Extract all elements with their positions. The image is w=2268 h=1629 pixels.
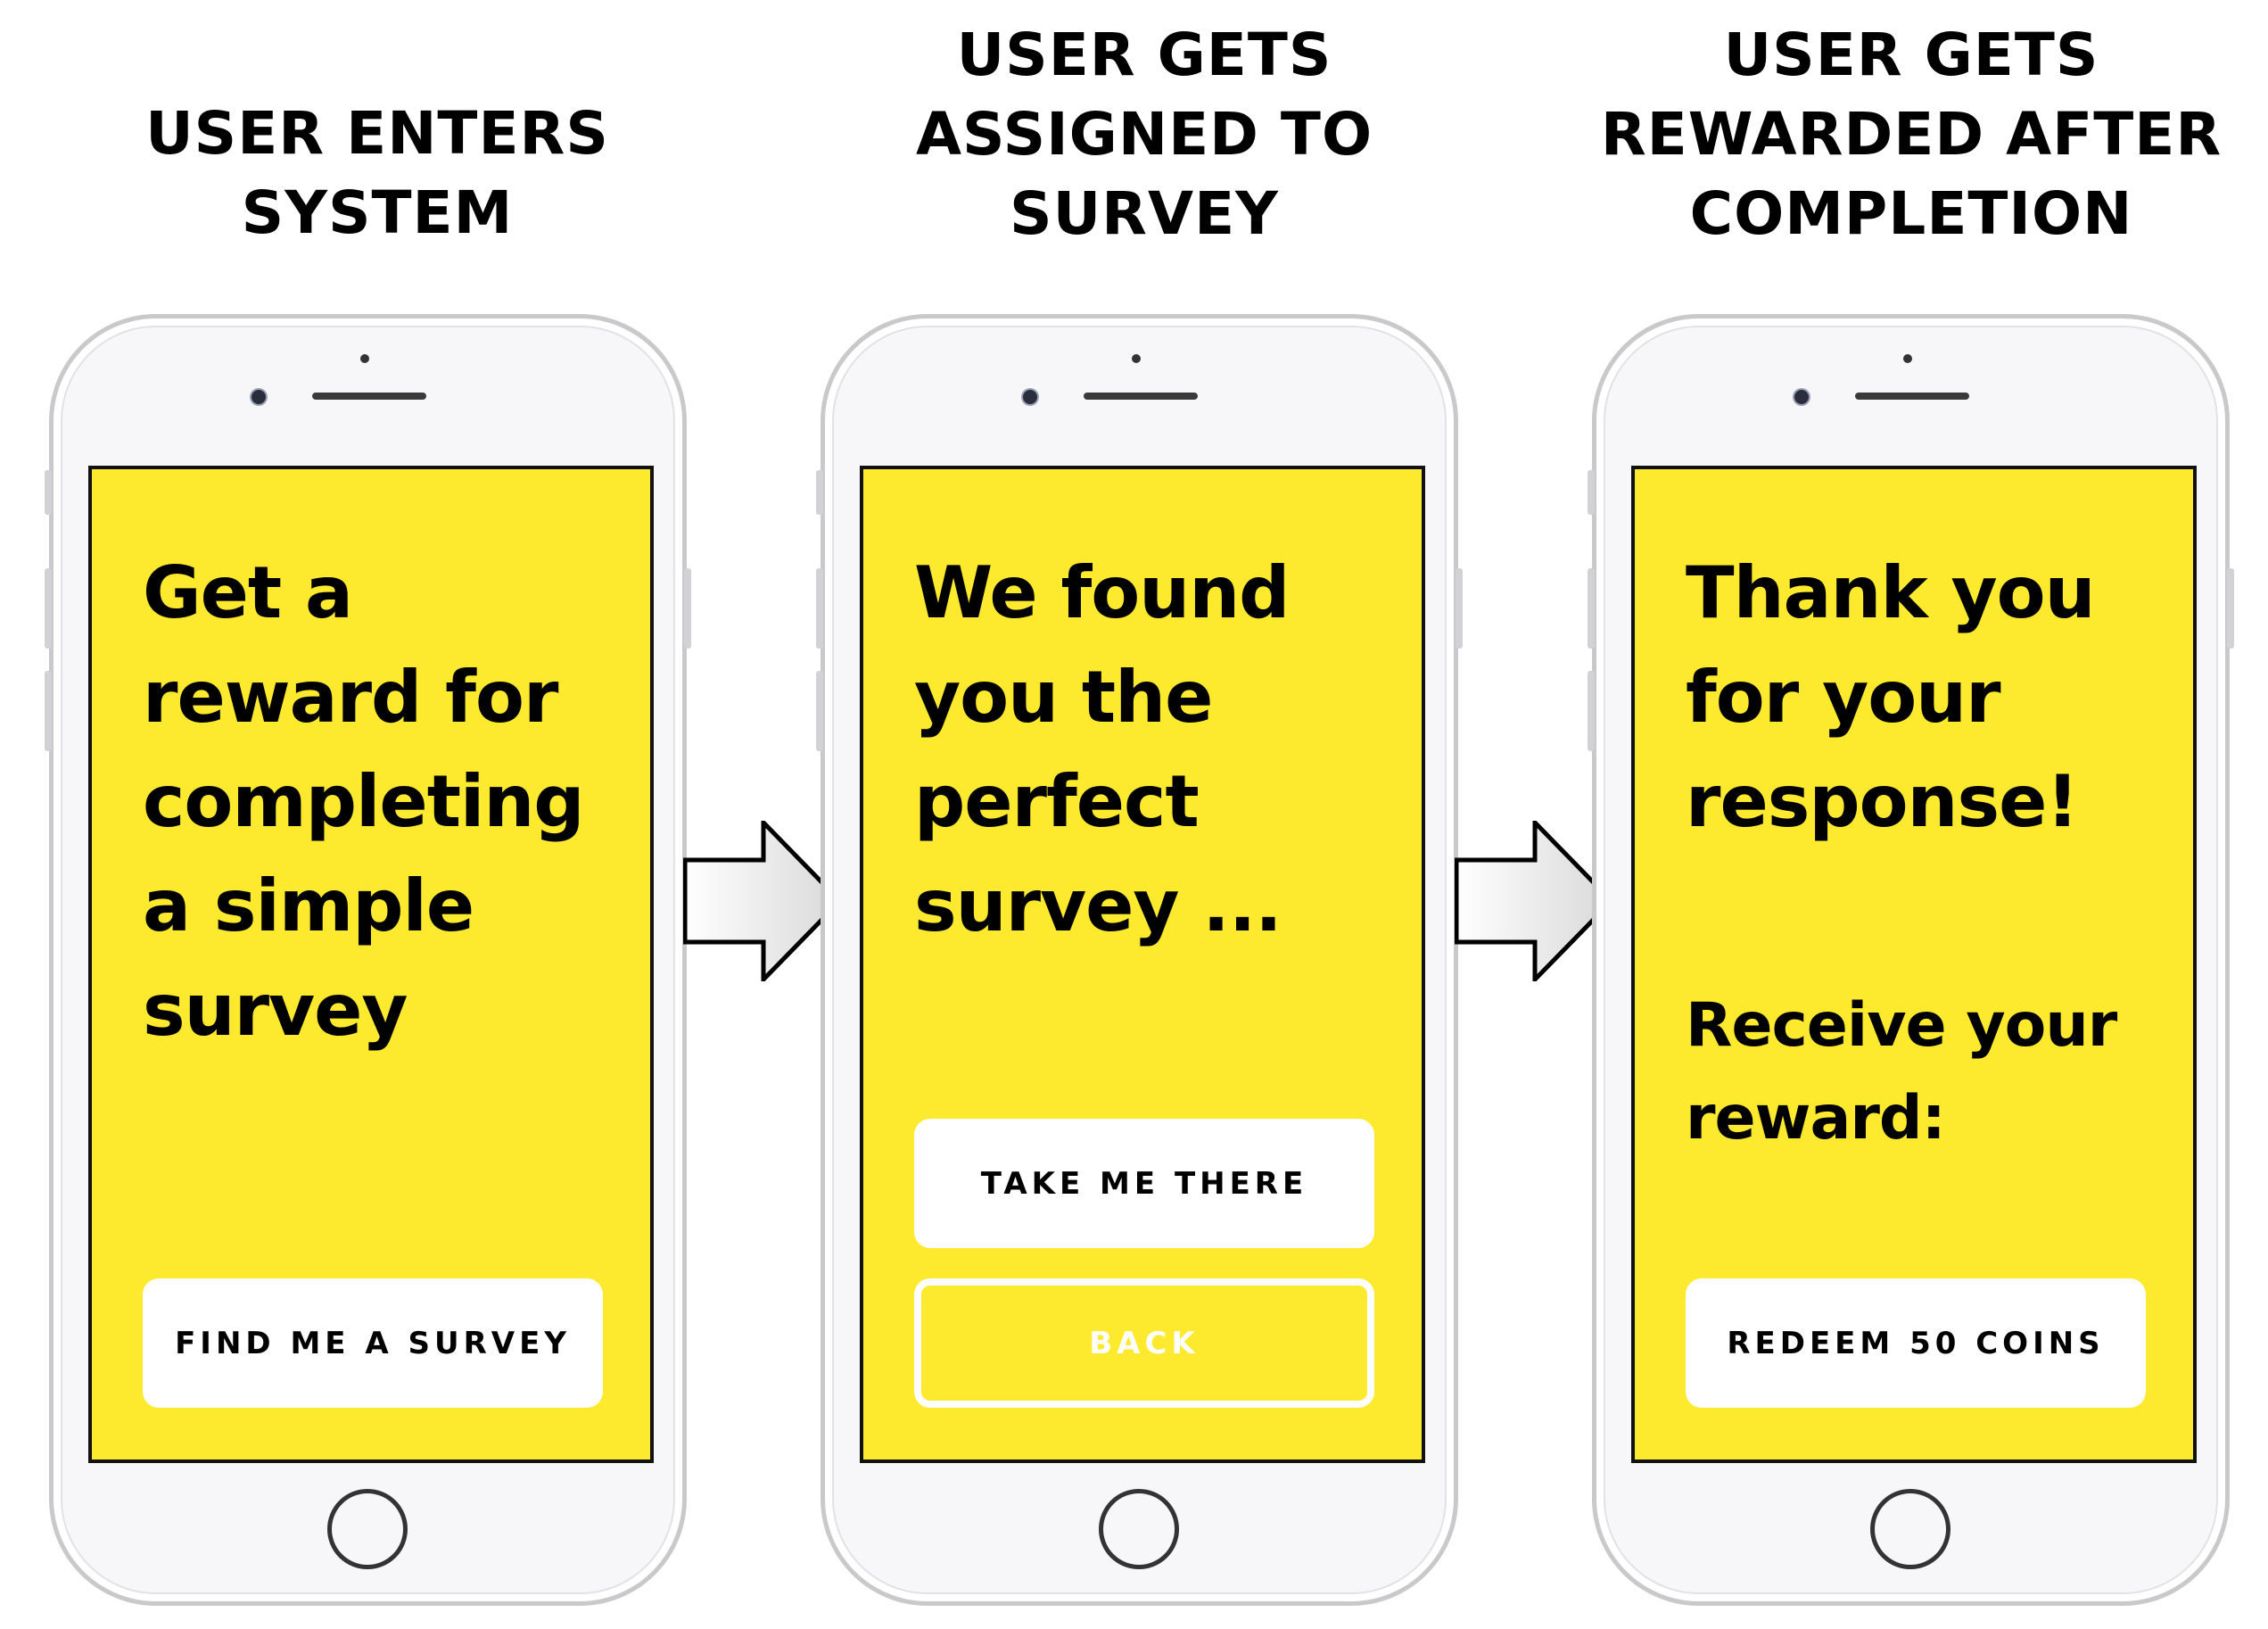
find-me-a-survey-button[interactable]: FIND ME A SURVEY [143, 1278, 603, 1408]
step-1-title-line: SYSTEM [241, 178, 514, 247]
headline: Thank you for your response! [1686, 541, 2167, 854]
step-2-title: USER GETS ASSIGNED TO SURVEY [805, 15, 1483, 253]
earpiece-speaker [1855, 393, 1969, 400]
step-2-title-line: USER GETS [956, 21, 1332, 89]
step-1-title-line: USER ENTERS [145, 99, 609, 168]
phone-step-2: We found you the perfect survey ... TAKE… [816, 314, 1463, 1606]
screen-step-2: We found you the perfect survey ... TAKE… [860, 466, 1425, 1463]
proximity-sensor [1903, 354, 1912, 363]
proximity-sensor [360, 354, 369, 363]
reward-prompt: Receive your reward: [1686, 980, 2167, 1165]
headline-line: Thank you [1686, 551, 2096, 634]
side-button [684, 568, 691, 649]
front-camera-icon [1023, 390, 1037, 404]
side-button [45, 568, 52, 649]
step-3-title-line: REWARDED AFTER [1600, 100, 2223, 169]
side-button [45, 470, 52, 515]
redeem-coins-button[interactable]: REDEEM 50 COINS [1686, 1278, 2146, 1408]
proximity-sensor [1132, 354, 1141, 363]
front-camera-icon [252, 390, 266, 404]
headline-line: Get a [143, 551, 353, 634]
phone-step-3: Thank you for your response! Receive you… [1588, 314, 2234, 1606]
side-button [1588, 671, 1595, 751]
side-button [2227, 568, 2234, 649]
side-button [816, 671, 823, 751]
arrow-right-icon [1455, 821, 1615, 981]
headline-line: We found [914, 551, 1290, 634]
reward-prompt-line: Receive your [1686, 990, 2117, 1061]
home-button[interactable] [1870, 1489, 1950, 1569]
headline-line: response! [1686, 760, 2079, 843]
side-button [1588, 568, 1595, 649]
headline-line: survey ... [914, 864, 1282, 947]
screen-step-3: Thank you for your response! Receive you… [1631, 466, 2197, 1463]
side-button [816, 470, 823, 515]
earpiece-speaker [1084, 393, 1198, 400]
headline-line: perfect [914, 760, 1200, 843]
step-1-title: USER ENTERS SYSTEM [38, 94, 716, 252]
headline: Get a reward for completing a simple sur… [143, 541, 624, 1063]
step-2-title-line: SURVEY [1010, 179, 1279, 248]
back-button[interactable]: BACK [914, 1278, 1374, 1408]
step-3-title-line: USER GETS [1723, 21, 2099, 89]
headline-line: for your [1686, 656, 2001, 739]
reward-prompt-line: reward: [1686, 1083, 1946, 1154]
screen-step-1: Get a reward for completing a simple sur… [88, 466, 654, 1463]
side-button [1456, 568, 1463, 649]
home-button[interactable] [1099, 1489, 1179, 1569]
earpiece-speaker [312, 393, 426, 400]
phone-step-1: Get a reward for completing a simple sur… [45, 314, 691, 1606]
headline-line: you the [914, 656, 1213, 739]
headline-line: survey [143, 969, 408, 1052]
headline-line: completing [143, 760, 585, 843]
headline: We found you the perfect survey ... [914, 541, 1396, 958]
take-me-there-button[interactable]: TAKE ME THERE [914, 1119, 1374, 1248]
step-3-title: USER GETS REWARDED AFTER COMPLETION [1572, 15, 2250, 253]
step-3-title-line: COMPLETION [1689, 179, 2133, 248]
step-2-title-line: ASSIGNED TO [915, 100, 1373, 169]
side-button [45, 671, 52, 751]
front-camera-icon [1794, 390, 1809, 404]
arrow-right-icon [683, 821, 844, 981]
headline-line: a simple [143, 864, 474, 947]
side-button [1588, 470, 1595, 515]
home-button[interactable] [327, 1489, 408, 1569]
side-button [816, 568, 823, 649]
headline-line: reward for [143, 656, 558, 739]
